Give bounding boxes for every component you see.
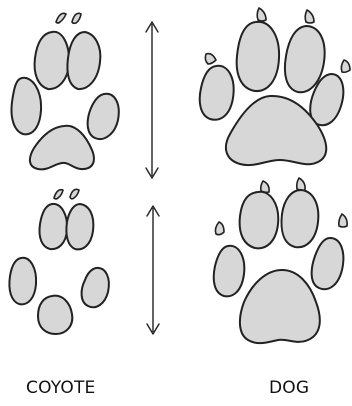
dog-hind-claw-3 bbox=[215, 222, 224, 235]
dog-front-toe-outer-left bbox=[200, 66, 234, 120]
coyote-hind-claw-left bbox=[54, 190, 63, 199]
dog-label: DOG bbox=[269, 378, 309, 398]
coyote-front-track bbox=[11, 13, 118, 169]
dog-front-claw-3 bbox=[205, 54, 216, 64]
dog-hind-claw-4 bbox=[339, 214, 347, 227]
dog-hind-claw-1 bbox=[261, 181, 269, 192]
dog-front-toe-inner-left bbox=[237, 22, 279, 91]
front-track-length-arrow bbox=[146, 22, 158, 178]
dog-hind-heel-pad bbox=[240, 270, 320, 343]
coyote-front-toe-outer-left bbox=[11, 78, 41, 134]
coyote-label: COYOTE bbox=[26, 378, 95, 398]
dog-hind-toe-outer-left bbox=[214, 246, 245, 297]
coyote-hind-toe-outer-right bbox=[82, 268, 109, 307]
dog-hind-claw-2 bbox=[297, 178, 305, 190]
coyote-front-toe-outer-right bbox=[88, 94, 119, 139]
coyote-hind-track bbox=[9, 189, 108, 334]
dog-front-claw-4 bbox=[341, 60, 350, 72]
coyote-hind-toe-outer-left bbox=[9, 258, 36, 305]
dog-hind-track bbox=[214, 178, 347, 343]
dog-front-track bbox=[200, 8, 350, 165]
dog-hind-toe-inner-right bbox=[282, 190, 319, 247]
coyote-hind-toe-inner-right bbox=[66, 204, 93, 249]
hind-track-length-arrow bbox=[147, 206, 159, 334]
coyote-front-toe-inner-right bbox=[67, 32, 100, 89]
coyote-front-heel-pad bbox=[30, 126, 94, 170]
coyote-hind-toe-inner-left bbox=[39, 204, 67, 249]
dog-front-claw-1 bbox=[257, 8, 266, 21]
coyote-front-toe-inner-left bbox=[35, 32, 70, 89]
coyote-hind-claw-right bbox=[70, 189, 79, 198]
dog-hind-toe-outer-right bbox=[312, 238, 344, 289]
dog-hind-toe-inner-left bbox=[240, 192, 279, 248]
coyote-front-claw-right bbox=[72, 13, 81, 23]
coyote-hind-heel-pad bbox=[38, 296, 72, 334]
coyote-front-claw-left bbox=[56, 13, 66, 23]
dog-front-claw-2 bbox=[305, 10, 314, 23]
